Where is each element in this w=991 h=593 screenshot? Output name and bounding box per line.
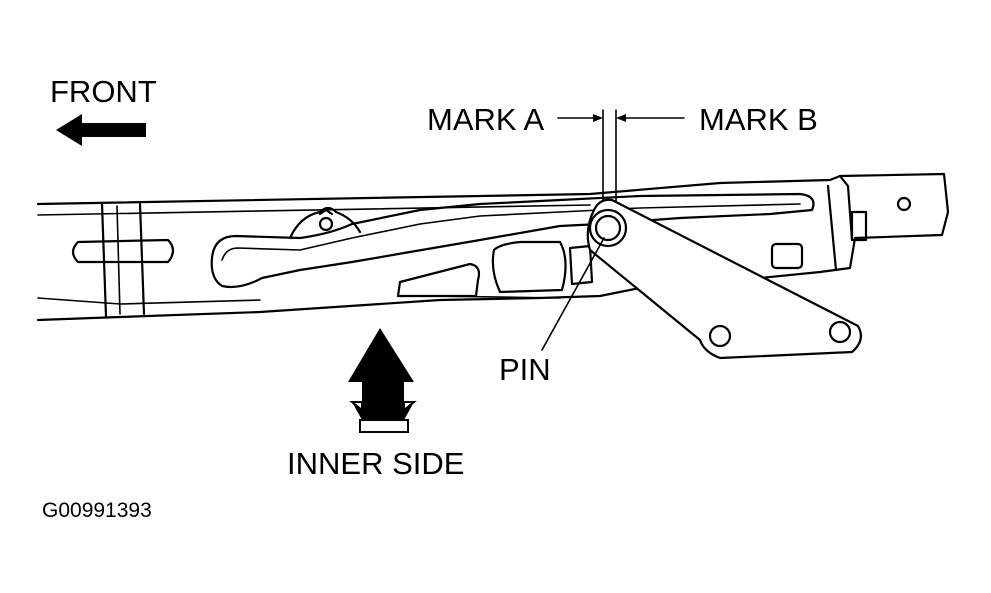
pin-icon bbox=[588, 208, 628, 248]
inner-side-arrow-icon bbox=[348, 328, 417, 433]
front-arrow-icon bbox=[56, 114, 146, 146]
mark-b-label: MARK B bbox=[699, 102, 818, 137]
inner-side-label: INNER SIDE bbox=[287, 446, 464, 481]
seat-track-rail bbox=[36, 172, 950, 322]
link-arm bbox=[586, 198, 863, 360]
guide-slot bbox=[210, 192, 815, 299]
figure-id: G00991393 bbox=[42, 499, 152, 522]
front-label: FRONT bbox=[50, 74, 157, 109]
mark-a-label: MARK A bbox=[427, 102, 544, 137]
mark-leaders bbox=[557, 109, 685, 205]
pin-label: PIN bbox=[499, 352, 551, 387]
pin-leader bbox=[541, 237, 605, 351]
